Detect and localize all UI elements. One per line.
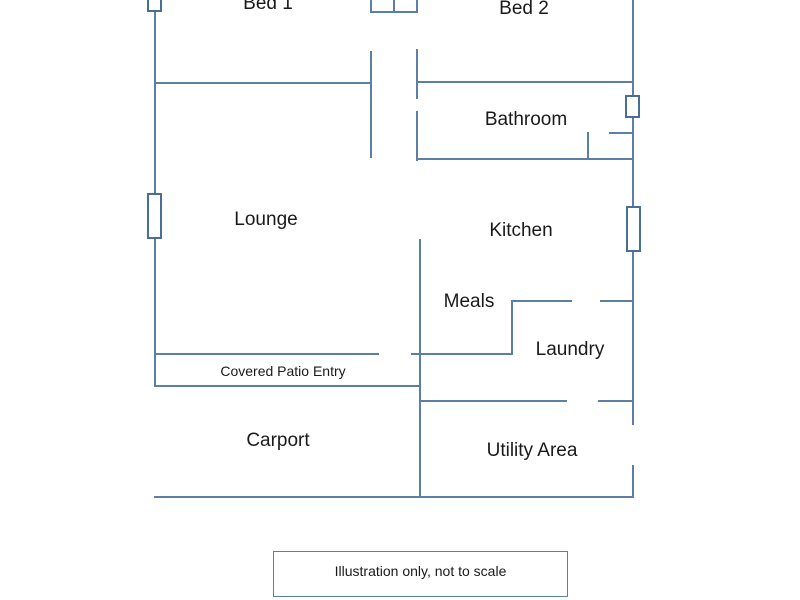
bathroom-window <box>625 95 640 118</box>
scale-disclaimer-box: Illustration only, not to scale <box>273 551 568 597</box>
room-label-bed1: Bed 1 <box>243 0 293 14</box>
kitchen-window <box>626 206 641 252</box>
room-label-carport: Carport <box>246 430 310 451</box>
bed1-window <box>147 0 162 12</box>
lounge-window <box>147 193 162 239</box>
room-label-lounge: Lounge <box>234 209 297 230</box>
walls <box>154 0 634 498</box>
windows <box>147 0 641 252</box>
room-label-bathroom: Bathroom <box>485 109 567 130</box>
room-label-bed2: Bed 2 <box>499 0 549 19</box>
room-label-laundry: Laundry <box>536 339 605 360</box>
room-label-meals: Meals <box>444 291 495 312</box>
scale-disclaimer-text: Illustration only, not to scale <box>334 563 507 579</box>
room-label-kitchen: Kitchen <box>489 220 552 241</box>
room-label-utility-area: Utility Area <box>487 440 578 461</box>
room-label-covered-patio-entry: Covered Patio Entry <box>220 363 345 379</box>
